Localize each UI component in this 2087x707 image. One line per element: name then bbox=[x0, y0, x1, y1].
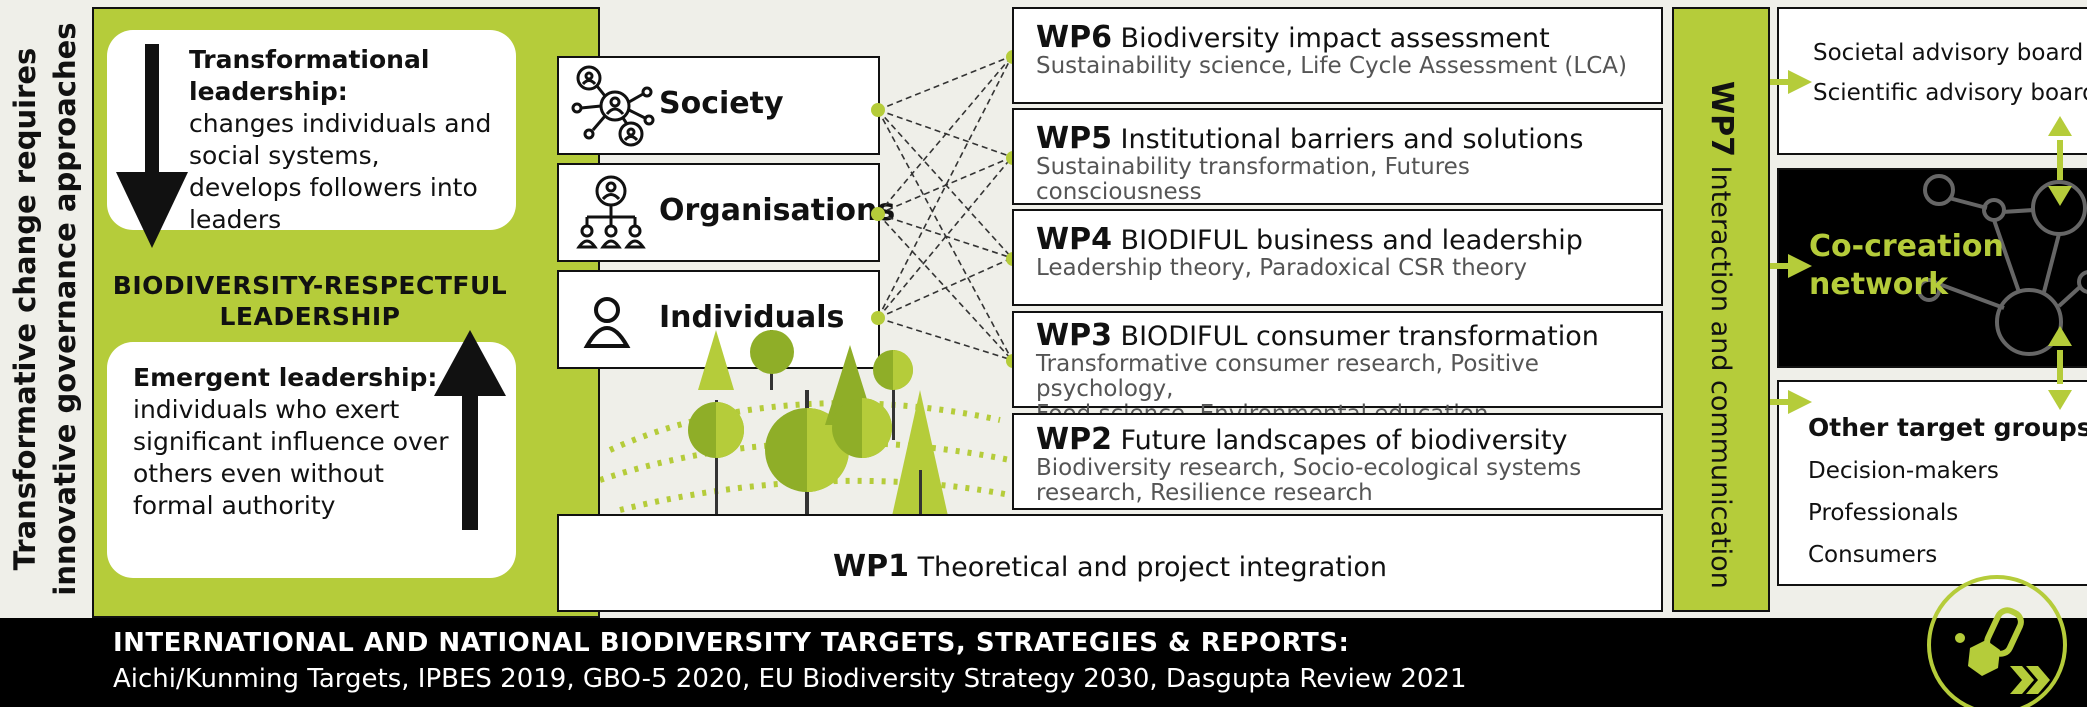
footer-bar: INTERNATIONAL AND NATIONAL BIODIVERSITY … bbox=[0, 618, 2087, 707]
wp-subtitle: Biodiversity research, Socio-ecological … bbox=[1036, 455, 1582, 481]
wp-code: WP4 bbox=[1036, 222, 1112, 257]
cocreation-line-2: network bbox=[1809, 267, 1949, 302]
wp-code: WP2 bbox=[1036, 422, 1112, 457]
level-society: Society bbox=[557, 56, 880, 155]
targets-box bbox=[1777, 380, 2087, 586]
wp-box: WP2 Future landscapes of biodiversity Bi… bbox=[1012, 413, 1663, 510]
level-label-individuals: Individuals bbox=[659, 300, 845, 335]
wp1-title: Theoretical and project integration bbox=[917, 552, 1387, 583]
wp-code: WP5 bbox=[1036, 121, 1112, 156]
target-item: Decision-makers bbox=[1808, 458, 1999, 484]
targets-title: Other target groups bbox=[1808, 413, 2087, 442]
connector-dot bbox=[871, 207, 885, 221]
target-item: Consumers bbox=[1808, 542, 1938, 568]
wp-title: Future landscapes of biodiversity bbox=[1120, 425, 1568, 456]
person-icon bbox=[583, 297, 631, 348]
logo-emblem-icon bbox=[1927, 575, 2067, 707]
wp1-code: WP1 bbox=[833, 549, 909, 584]
landscape-illustration bbox=[600, 330, 1011, 538]
wp7-title: Interaction and communication bbox=[1705, 165, 1736, 589]
emergent-body: individuals who exert significant influe… bbox=[133, 395, 449, 520]
connector-dot bbox=[871, 103, 885, 117]
wp-subtitle: Leadership theory, Paradoxical CSR theor… bbox=[1036, 255, 1527, 281]
arrows bbox=[1770, 70, 2072, 414]
wp-box: WP5 Institutional barriers and solutions… bbox=[1012, 108, 1663, 205]
wp7-code: WP7 bbox=[1704, 81, 1739, 157]
cocreation-box: Co-creation network bbox=[1777, 168, 2087, 368]
target-item: Professionals bbox=[1808, 500, 1959, 526]
advisory-box bbox=[1777, 7, 2087, 155]
transformational-title: Transformational leadership: bbox=[189, 45, 430, 106]
level-label-organisations: Organisations bbox=[659, 193, 896, 228]
emergent-title: Emergent leadership: bbox=[133, 363, 438, 392]
wp-subtitle: research, Resilience research bbox=[1036, 480, 1373, 506]
advisory-item: Scientific advisory board bbox=[1813, 80, 2087, 106]
wp-code: WP3 bbox=[1036, 318, 1112, 353]
transformational-body: changes individuals and social systems, … bbox=[189, 109, 492, 234]
connector-dot bbox=[871, 311, 885, 325]
center-label-line-1: BIODIVERSITY-RESPECTFUL bbox=[112, 271, 508, 300]
wp1-box: WP1 Theoretical and project integration bbox=[557, 514, 1663, 612]
down-arrow-icon bbox=[116, 44, 188, 248]
level-organisations: Organisations bbox=[557, 163, 895, 262]
wp-title: BIODIFUL business and leadership bbox=[1120, 225, 1583, 256]
wp-box: WP4 BIODIFUL business and leadership Lea… bbox=[1012, 209, 1663, 306]
center-label: BIODIVERSITY-RESPECTFUL LEADERSHIP bbox=[110, 270, 510, 332]
wp-box: WP6 Biodiversity impact assessment Susta… bbox=[1012, 7, 1663, 104]
wp-subtitle: Sustainability transformation, Futures c… bbox=[1036, 154, 1470, 205]
wp7-bar: WP7 Interaction and communication bbox=[1672, 7, 1770, 612]
wp-box: WP3 BIODIFUL consumer transformation Tra… bbox=[1012, 311, 1663, 427]
up-arrow-icon bbox=[434, 330, 506, 530]
network-people-icon bbox=[571, 65, 655, 147]
wp-title: Biodiversity impact assessment bbox=[1120, 23, 1550, 54]
wp-subtitle: Transformative consumer research, Positi… bbox=[1036, 351, 1539, 402]
advisory-item: Societal advisory board bbox=[1813, 40, 2084, 66]
wp-title: BIODIFUL consumer transformation bbox=[1120, 321, 1599, 352]
wp-subtitle: Sustainability science, Life Cycle Asses… bbox=[1036, 53, 1627, 79]
network-icon bbox=[1917, 174, 2087, 356]
center-label-line-2: LEADERSHIP bbox=[219, 302, 401, 331]
org-chart-icon bbox=[576, 175, 646, 249]
emergent-card: Emergent leadership: individuals who exe… bbox=[107, 342, 516, 578]
level-label-society: Society bbox=[659, 86, 784, 121]
footer-body: Aichi/Kunming Targets, IPBES 2019, GBO-5… bbox=[113, 664, 1467, 694]
footer-title: INTERNATIONAL AND NATIONAL BIODIVERSITY … bbox=[113, 628, 1350, 658]
wp-title: Institutional barriers and solutions bbox=[1120, 124, 1584, 155]
cocreation-line-1: Co-creation bbox=[1809, 229, 2004, 264]
wp-code: WP6 bbox=[1036, 20, 1112, 55]
